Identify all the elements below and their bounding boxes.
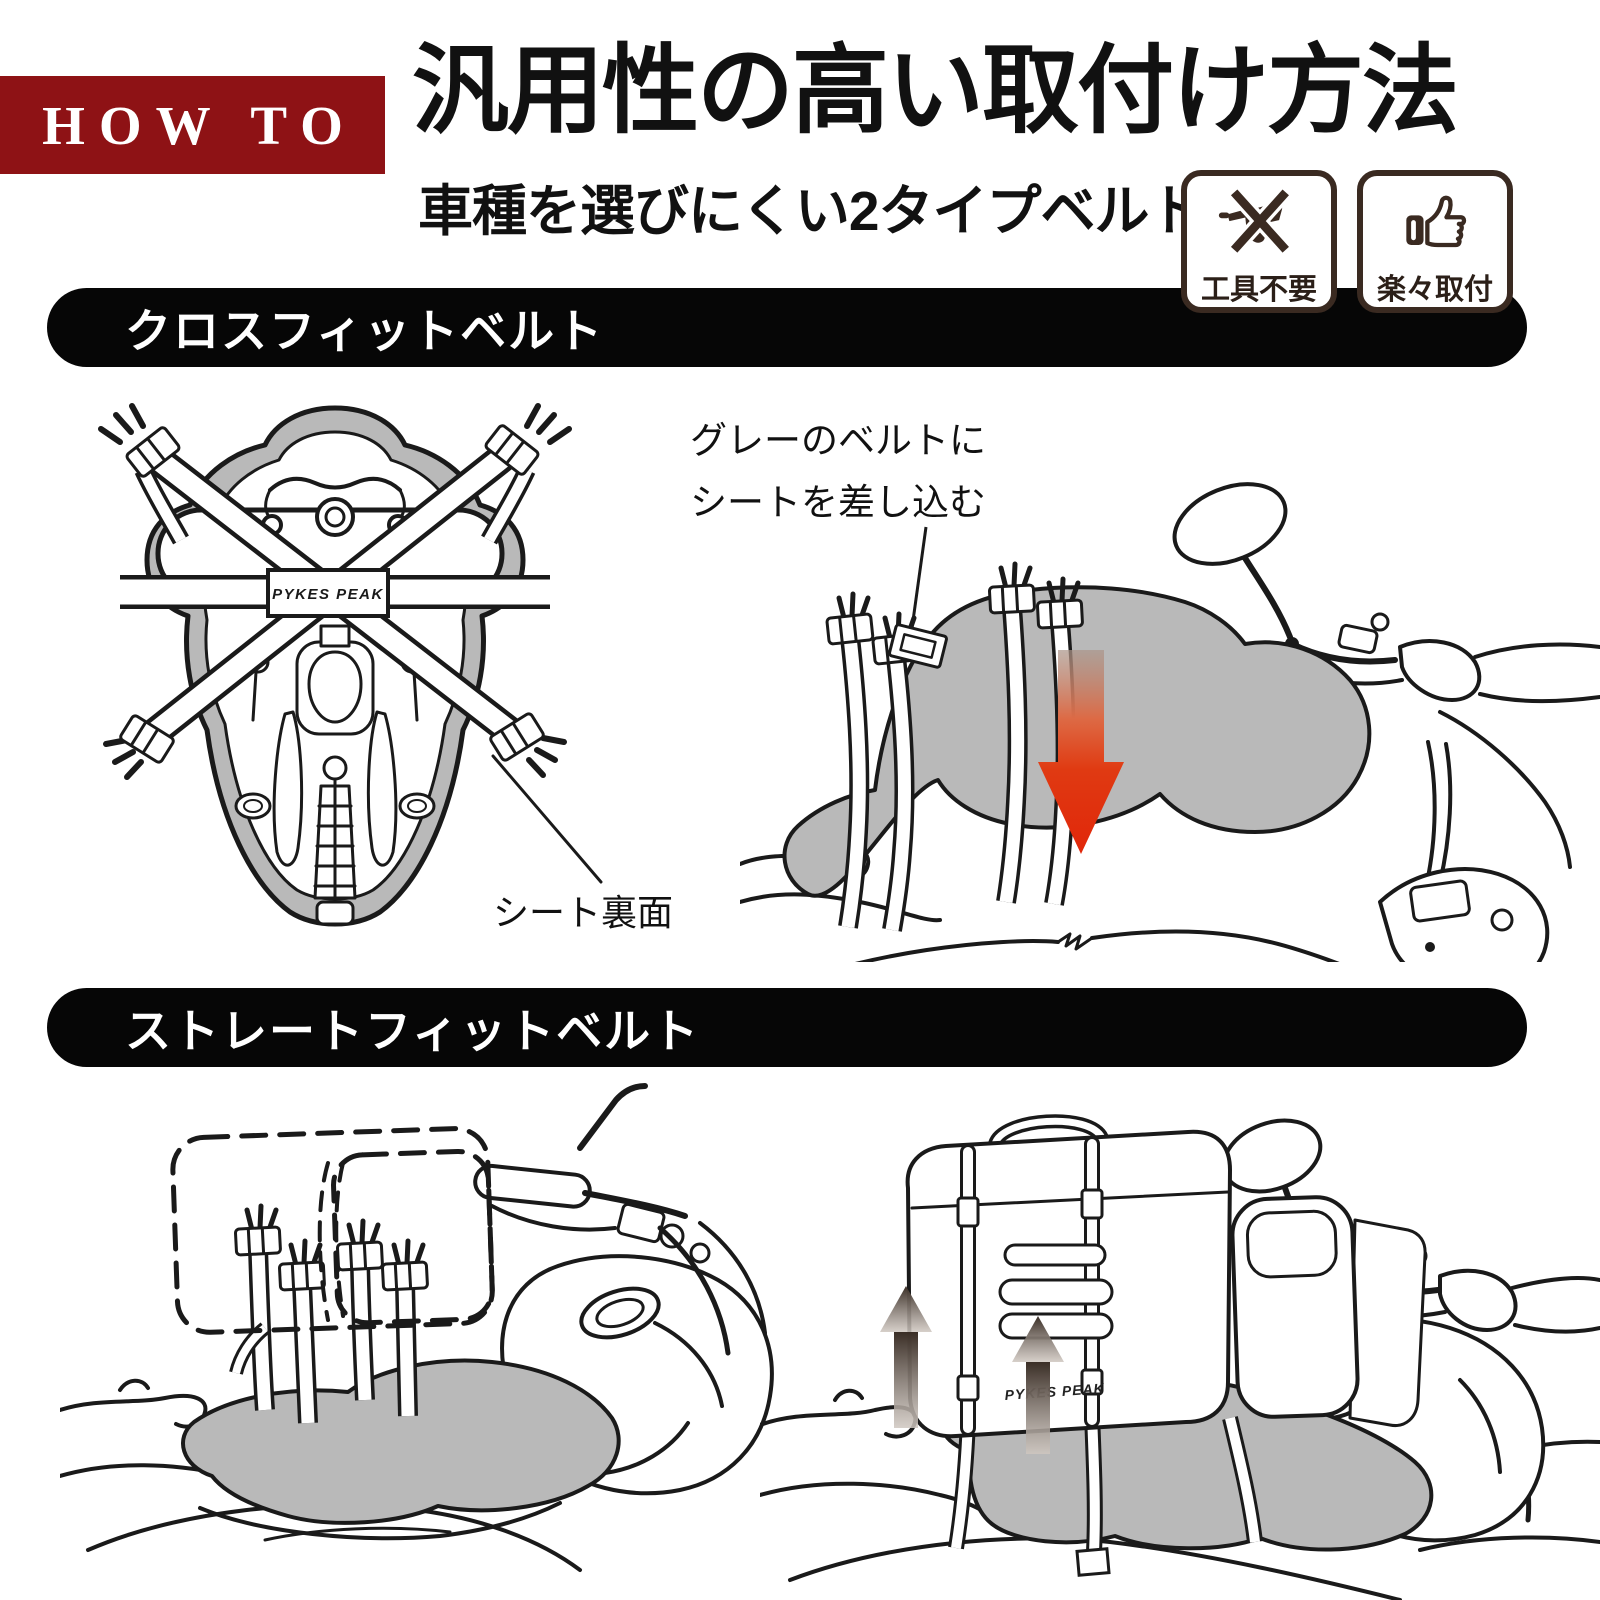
feature-no-tools-label: 工具不要 bbox=[1200, 274, 1317, 306]
seat-insert-illustration bbox=[740, 482, 1600, 962]
seat-underside-caption: シート裏面 bbox=[493, 892, 674, 933]
banner-straight-fit-belt: ストレートフィットベルト bbox=[47, 988, 1527, 1067]
how-to-badge-label: HOW TO bbox=[42, 94, 357, 156]
page-subtitle: 車種を選びにくい2タイプベルト bbox=[418, 180, 1203, 242]
seat-underside-illustration: PYKES PEAK bbox=[98, 403, 603, 927]
feature-no-tools: 工具不要 bbox=[1181, 170, 1337, 313]
page-title: 汎用性の高い取付け方法 bbox=[412, 36, 1459, 145]
straight-belt-placement-illustration bbox=[60, 1083, 774, 1572]
no-tools-icon bbox=[1216, 176, 1302, 266]
straight-belt-tighten-illustration: PYKES PEAK bbox=[760, 1114, 1600, 1600]
feature-easy-install: 楽々取付 bbox=[1357, 170, 1513, 313]
brand-logo-seat: PYKES PEAK bbox=[272, 586, 384, 603]
gray-belt-annotation: グレーのベルトに シートを差し込む bbox=[690, 420, 986, 524]
banner-straight-fit-belt-label: ストレートフィットベルト bbox=[125, 1004, 701, 1057]
how-to-badge: HOW TO bbox=[0, 76, 385, 174]
banner-cross-fit-belt-label: クロスフィットベルト bbox=[125, 304, 605, 357]
thumbs-up-icon bbox=[1392, 176, 1478, 266]
feature-easy-install-label: 楽々取付 bbox=[1376, 274, 1493, 306]
